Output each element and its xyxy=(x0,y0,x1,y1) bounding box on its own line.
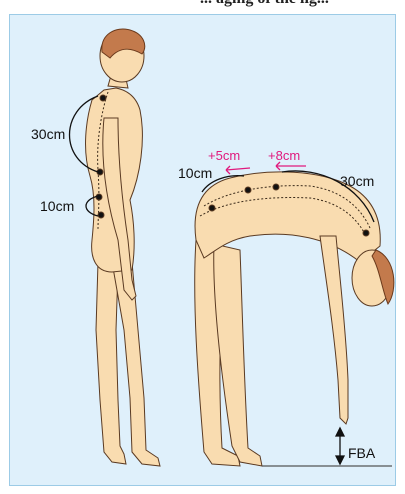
label-bent-upper: 30cm xyxy=(340,173,374,189)
label-standing-upper: 30cm xyxy=(31,126,65,142)
bent-figure xyxy=(195,172,394,466)
label-bent-lower: 10cm xyxy=(178,165,212,181)
standing-figure xyxy=(86,29,160,466)
label-fba: FBA xyxy=(348,445,376,461)
label-bent-delta-1: +5cm xyxy=(208,148,240,163)
bent-mark-s1 xyxy=(209,205,215,211)
bent-mark-t12 xyxy=(273,184,279,190)
delta-arrow-1 xyxy=(226,168,250,170)
standing-mark-s1 xyxy=(98,212,104,218)
standing-mark-l1 xyxy=(96,194,102,200)
label-standing-lower: 10cm xyxy=(40,198,74,214)
bent-mark-l1 xyxy=(245,187,251,193)
label-bent-delta-2: +8cm xyxy=(268,148,300,163)
standing-mark-c7 xyxy=(100,95,106,101)
bent-mark-c7 xyxy=(363,230,369,236)
bent-arm xyxy=(320,236,348,424)
